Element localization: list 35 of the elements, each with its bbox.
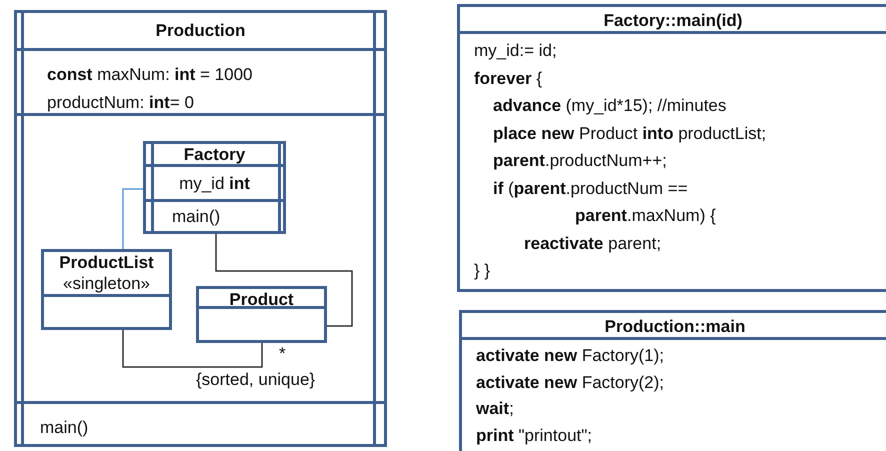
class-box bbox=[143, 141, 286, 234]
class-name: ProductList bbox=[58, 253, 155, 273]
attribute-text: productNum: int= 0 bbox=[47, 93, 194, 113]
code-line: place new Product into productList; bbox=[493, 124, 766, 144]
code-line: parent.maxNum) { bbox=[575, 206, 716, 226]
code-title: Factory::main(id) bbox=[602, 11, 744, 31]
code-line: if (parent.productNum == bbox=[493, 178, 688, 198]
class-box bbox=[14, 10, 387, 447]
class-name: Factory bbox=[182, 145, 246, 165]
association-line bbox=[215, 234, 353, 327]
code-line: } } bbox=[474, 261, 490, 281]
class-name: Production bbox=[154, 21, 246, 41]
code-line: wait; bbox=[476, 399, 514, 419]
association-line bbox=[122, 330, 263, 368]
method-text: main() bbox=[172, 207, 220, 227]
code-line: activate new Factory(2); bbox=[476, 372, 664, 392]
edge-label: {sorted, unique} bbox=[196, 370, 316, 390]
association-line bbox=[122, 188, 143, 249]
code-title: Production::main bbox=[604, 317, 746, 337]
code-line: forever { bbox=[474, 68, 542, 88]
code-line: print "printout"; bbox=[476, 426, 592, 446]
code-line: my_id:= id; bbox=[474, 41, 557, 61]
stereotype-text: «singleton» bbox=[62, 274, 151, 294]
code-line: advance (my_id*15); //minutes bbox=[493, 96, 726, 116]
code-box bbox=[459, 310, 886, 451]
code-box bbox=[457, 4, 886, 292]
class-box bbox=[41, 249, 172, 330]
method-text: main() bbox=[40, 418, 88, 438]
code-line: activate new Factory(1); bbox=[476, 346, 664, 366]
code-line: parent.productNum++; bbox=[493, 151, 667, 171]
code-line: reactivate parent; bbox=[524, 234, 662, 254]
class-name: Product bbox=[228, 290, 295, 310]
class-box bbox=[196, 286, 327, 343]
attribute-text: const maxNum: int = 1000 bbox=[47, 65, 253, 85]
attribute-text: my_id int bbox=[178, 174, 251, 194]
